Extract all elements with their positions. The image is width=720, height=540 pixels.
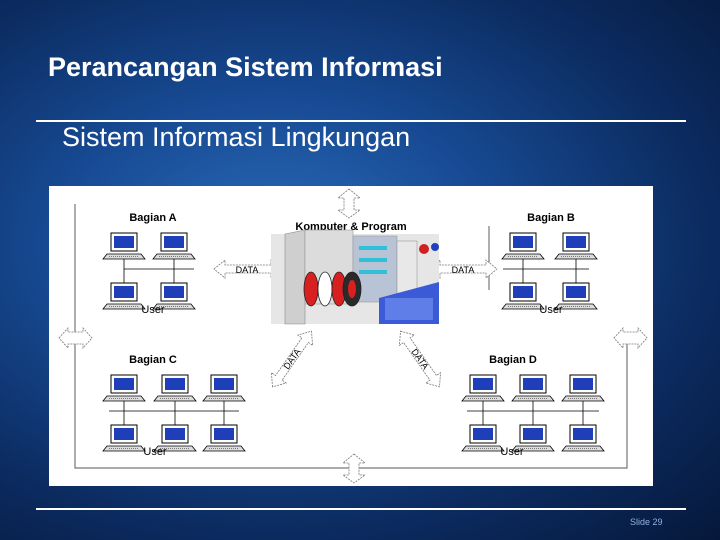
bottom-connector-arrow: [341, 453, 367, 484]
network-line: [123, 259, 194, 283]
network-line: [467, 401, 599, 425]
left-connector-arrow: [58, 326, 93, 350]
data-arrow-c: DATA: [270, 330, 314, 388]
network-line: [503, 259, 589, 283]
data-arrow-b: DATA: [428, 259, 498, 279]
computer-icon: [102, 424, 146, 452]
computer-icon: [202, 424, 246, 452]
computer-icon: [102, 374, 146, 402]
slide-title: Perancangan Sistem Informasi: [48, 52, 443, 82]
department-b: Bagian B User: [501, 212, 598, 316]
data-arrow-d: DATA: [398, 330, 442, 388]
computer-icon: [102, 232, 146, 260]
data-arrow-d-label: DATA: [409, 347, 430, 371]
data-arrow-c-label: DATA: [281, 347, 302, 371]
computer-icon: [501, 282, 545, 310]
network-diagram-svg: DATA DATA DATA DATA Komputer & Program: [58, 188, 648, 484]
top-connector-arrow: [336, 188, 362, 219]
central-computer: Komputer & Program: [271, 221, 439, 325]
slide-number: Slide 29: [630, 517, 663, 527]
computer-icon: [461, 424, 505, 452]
indicator-icon: [419, 244, 429, 254]
department-d-title: Bagian D: [489, 354, 537, 366]
disk-drive-icon: [303, 271, 362, 307]
computer-icon: [561, 374, 605, 402]
data-arrow-b-label: DATA: [452, 265, 475, 275]
computer-icon: [202, 374, 246, 402]
department-b-user-label: User: [539, 304, 563, 316]
department-d: Bagian D User: [461, 354, 605, 458]
mainframe-illustration: [271, 229, 439, 325]
footer-divider: [36, 508, 686, 510]
computer-icon: [461, 374, 505, 402]
department-a: Bagian A User: [102, 212, 196, 316]
computer-icon: [511, 374, 555, 402]
data-arrow-a-label: DATA: [236, 265, 259, 275]
network-line: [109, 401, 239, 425]
computer-icon: [152, 232, 196, 260]
computer-icon: [153, 374, 197, 402]
department-d-user-label: User: [500, 446, 524, 458]
computer-icon: [561, 424, 605, 452]
computer-icon: [501, 232, 545, 260]
department-b-title: Bagian B: [527, 212, 575, 224]
network-diagram: DATA DATA DATA DATA Komputer & Program: [49, 186, 653, 486]
indicator-icon: [431, 243, 439, 251]
department-c: Bagian C User: [102, 354, 246, 458]
department-a-user-label: User: [141, 304, 165, 316]
computer-icon: [102, 282, 146, 310]
department-c-title: Bagian C: [129, 354, 177, 366]
department-c-user-label: User: [143, 446, 167, 458]
department-a-title: Bagian A: [129, 212, 176, 224]
title-divider: [36, 120, 686, 122]
right-connector-arrow: [613, 326, 648, 350]
computer-icon: [554, 232, 598, 260]
slide-subtitle: Sistem Informasi Lingkungan: [62, 122, 411, 152]
